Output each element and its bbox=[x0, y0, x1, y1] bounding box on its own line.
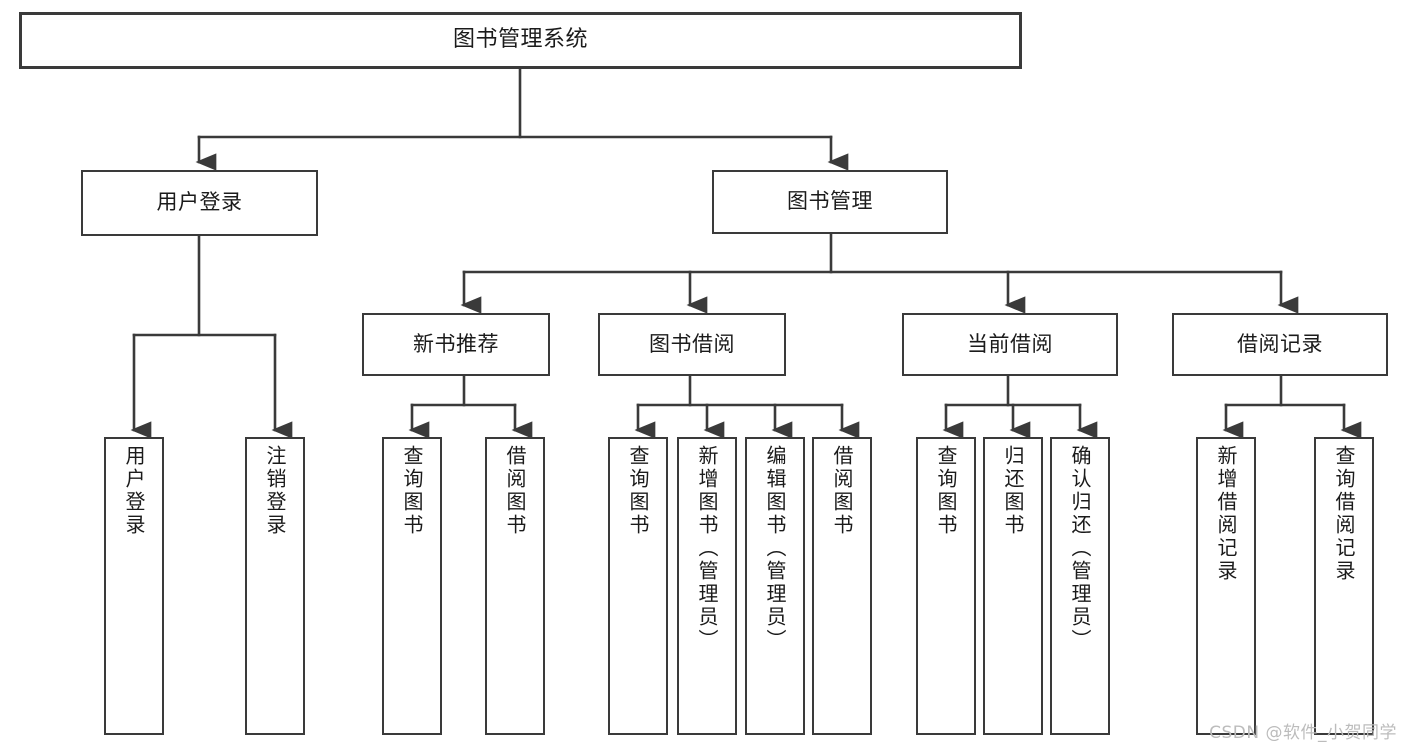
node-root[interactable]: 图书管理系统 bbox=[19, 12, 1022, 69]
leaf-borrow-add-book-admin-label: 新增图书（管理员） bbox=[695, 445, 719, 652]
node-new-book-recommend[interactable]: 新书推荐 bbox=[362, 313, 550, 376]
node-new-book-recommend-label: 新书推荐 bbox=[413, 331, 499, 356]
leaf-borrow-query-book[interactable]: 查询图书 bbox=[608, 437, 668, 735]
leaf-record-query-record-label: 查询借阅记录 bbox=[1332, 445, 1356, 583]
node-user-login-label: 用户登录 bbox=[156, 190, 243, 215]
node-book-borrow[interactable]: 图书借阅 bbox=[598, 313, 786, 376]
leaf-user-login[interactable]: 用户登录 bbox=[104, 437, 164, 735]
node-current-borrow-label: 当前借阅 bbox=[967, 331, 1053, 356]
node-borrow-record-label: 借阅记录 bbox=[1237, 331, 1323, 356]
leaf-borrow-edit-book-admin-label: 编辑图书（管理员） bbox=[763, 445, 787, 652]
node-borrow-record[interactable]: 借阅记录 bbox=[1172, 313, 1388, 376]
leaf-user-logout-label: 注销登录 bbox=[263, 445, 287, 537]
leaf-record-add-record[interactable]: 新增借阅记录 bbox=[1196, 437, 1256, 735]
leaf-record-add-record-label: 新增借阅记录 bbox=[1214, 445, 1238, 583]
leaf-recommend-borrow-book-label: 借阅图书 bbox=[503, 445, 527, 537]
leaf-current-query-book-label: 查询图书 bbox=[934, 445, 958, 537]
leaf-current-confirm-return-admin[interactable]: 确认归还（管理员） bbox=[1050, 437, 1110, 735]
leaf-user-logout[interactable]: 注销登录 bbox=[245, 437, 305, 735]
leaf-borrow-edit-book-admin[interactable]: 编辑图书（管理员） bbox=[745, 437, 805, 735]
leaf-borrow-borrow-book[interactable]: 借阅图书 bbox=[812, 437, 872, 735]
leaf-borrow-borrow-book-label: 借阅图书 bbox=[830, 445, 854, 537]
leaf-borrow-query-book-label: 查询图书 bbox=[626, 445, 650, 537]
leaf-current-return-book-label: 归还图书 bbox=[1001, 445, 1025, 537]
leaf-recommend-borrow-book[interactable]: 借阅图书 bbox=[485, 437, 545, 735]
leaf-current-confirm-return-admin-label: 确认归还（管理员） bbox=[1068, 445, 1092, 652]
node-book-management[interactable]: 图书管理 bbox=[712, 170, 948, 234]
node-current-borrow[interactable]: 当前借阅 bbox=[902, 313, 1118, 376]
leaf-recommend-query-book-label: 查询图书 bbox=[400, 445, 424, 537]
leaf-record-query-record[interactable]: 查询借阅记录 bbox=[1314, 437, 1374, 735]
leaf-current-return-book[interactable]: 归还图书 bbox=[983, 437, 1043, 735]
leaf-user-login-label: 用户登录 bbox=[122, 445, 146, 537]
leaf-borrow-add-book-admin[interactable]: 新增图书（管理员） bbox=[677, 437, 737, 735]
node-book-management-label: 图书管理 bbox=[787, 189, 873, 214]
node-book-borrow-label: 图书借阅 bbox=[649, 331, 735, 356]
leaf-recommend-query-book[interactable]: 查询图书 bbox=[382, 437, 442, 735]
node-user-login[interactable]: 用户登录 bbox=[81, 170, 318, 236]
node-root-label: 图书管理系统 bbox=[452, 27, 588, 53]
leaf-current-query-book[interactable]: 查询图书 bbox=[916, 437, 976, 735]
